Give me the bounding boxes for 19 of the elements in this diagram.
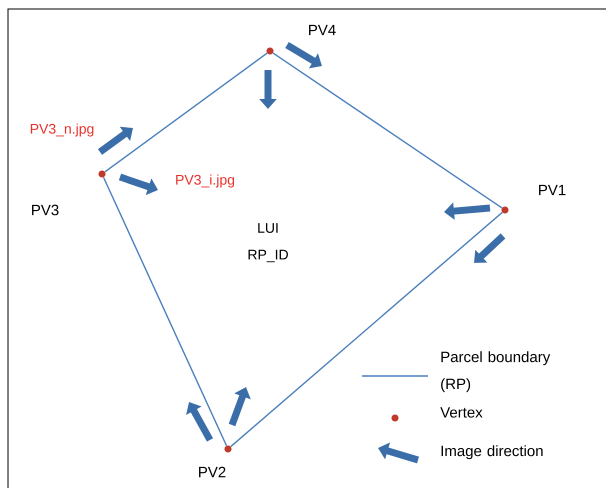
boundary-line — [230, 212, 503, 448]
parcel-label: RP_ID — [248, 250, 288, 262]
legend-text: Vertex — [440, 407, 483, 418]
vertex-dot — [98, 170, 106, 178]
boundary-line — [102, 177, 228, 446]
vertex-label: PV1 — [539, 184, 566, 196]
vertex-dot — [502, 206, 508, 214]
vertex-dot — [224, 446, 232, 452]
vertex-dot — [266, 48, 274, 54]
boundary-line — [104, 52, 268, 172]
parcel-label: LUI — [258, 223, 278, 233]
file-label: PV3_n.jpg — [30, 123, 94, 137]
vertex-label: PV4 — [309, 24, 336, 36]
boundary-line — [272, 52, 502, 208]
vertex-label: PV3 — [32, 204, 59, 216]
vertex-label: PV2 — [199, 466, 226, 478]
file-label: PV3_i.jpg — [176, 174, 234, 188]
legend-text: Parcel boundary (RP) — [441, 351, 550, 392]
legend-text: Image direction — [442, 445, 543, 460]
